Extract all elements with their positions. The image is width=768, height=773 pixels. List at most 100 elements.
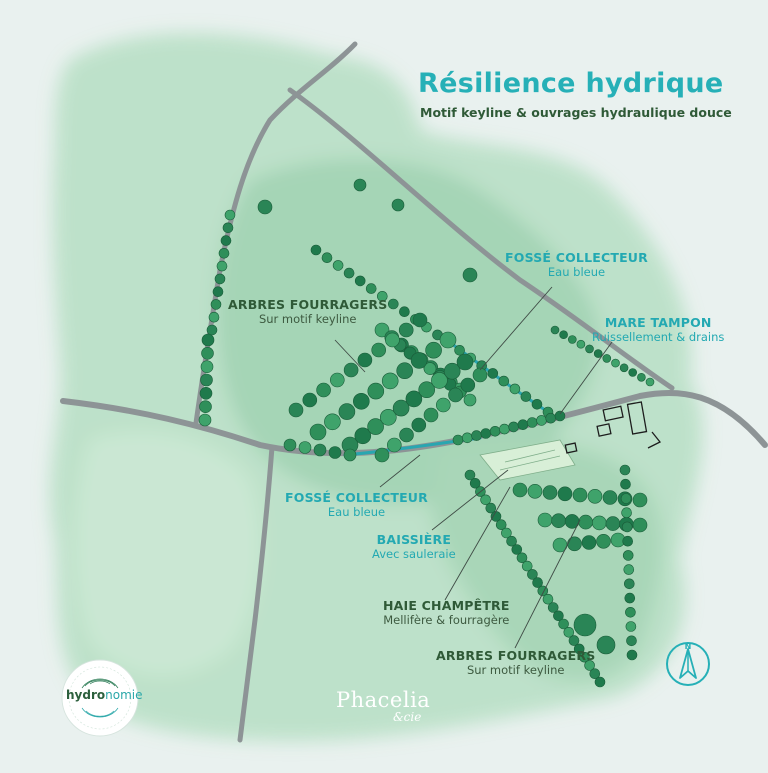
tree (410, 352, 428, 369)
label-arbres-fourragers-north: ARBRES FOURRAGERS Sur motif keyline (228, 297, 388, 326)
tree (381, 372, 399, 390)
tree (526, 417, 538, 428)
hydronomie-wordmark: hydronomie (66, 688, 143, 702)
tree (558, 618, 569, 630)
tree (499, 423, 510, 435)
tree-rows (198, 178, 655, 688)
tree (625, 606, 636, 618)
tree (316, 382, 331, 398)
label-mare-tampon: MARE TAMPON Ruissellement & drains (592, 315, 725, 344)
tree (587, 488, 603, 504)
tree (329, 372, 345, 388)
tree (645, 377, 655, 387)
tree (198, 413, 212, 427)
tree (472, 367, 488, 383)
tree (365, 283, 377, 294)
tree (593, 349, 603, 358)
phacelia-suffix: &cie (393, 710, 422, 724)
label-fosse-collecteur-south: FOSSÉ COLLECTEUR Eau bleue (285, 490, 428, 519)
tree (298, 441, 312, 454)
tree (527, 569, 538, 580)
label-haie-champetre: HAIE CHAMPÊTRE Mellifère & fourragère (383, 598, 510, 627)
tree (568, 635, 580, 646)
label-fosse-collecteur-north: FOSSÉ COLLECTEUR Eau bleue (505, 250, 648, 279)
tree (283, 438, 297, 452)
tree (579, 651, 590, 663)
tree (626, 635, 637, 647)
tree (517, 419, 529, 431)
tree (423, 407, 439, 423)
tree (208, 311, 220, 323)
tree (545, 412, 557, 424)
tree (625, 621, 637, 632)
tree (527, 483, 543, 499)
tree (480, 494, 491, 506)
tree (584, 660, 595, 671)
label-arbres-fourragers-south: ARBRES FOURRAGERS Sur motif keyline (436, 648, 596, 677)
tree (520, 391, 532, 402)
tree (576, 339, 586, 349)
tree (573, 643, 585, 655)
tree (553, 610, 564, 622)
tree (443, 362, 461, 380)
phacelia-wordmark: Phacelia (336, 688, 431, 712)
tree (288, 402, 304, 418)
tree (218, 248, 230, 259)
tree (374, 322, 390, 338)
tree (471, 430, 482, 441)
tree (431, 372, 448, 389)
tree (321, 252, 333, 264)
tree (199, 400, 212, 414)
tree (206, 324, 218, 336)
tree (626, 649, 638, 661)
tree (461, 432, 473, 444)
tree (572, 487, 588, 503)
hydronomie-logo (61, 659, 139, 737)
tree (622, 535, 634, 547)
tree (581, 535, 597, 550)
tree (487, 368, 499, 379)
tree (212, 286, 224, 298)
tree (302, 392, 318, 408)
tree (214, 273, 226, 285)
tree (620, 493, 632, 504)
tree (508, 421, 519, 433)
tree (396, 362, 414, 380)
tree (200, 373, 213, 387)
tree (405, 390, 423, 408)
tree (418, 381, 436, 399)
tree (621, 507, 632, 519)
tree (257, 199, 273, 215)
tree (324, 413, 341, 431)
tree (554, 410, 566, 422)
tree (480, 428, 492, 439)
tree (557, 486, 573, 502)
tree (354, 275, 366, 287)
tree (501, 527, 512, 539)
tree (619, 363, 629, 373)
tree (509, 383, 521, 395)
tree (435, 397, 451, 413)
tree (387, 298, 399, 310)
tree (220, 235, 232, 246)
tree (399, 427, 414, 443)
tree (462, 267, 478, 283)
tree (511, 544, 523, 555)
tree (353, 178, 367, 192)
tree (537, 512, 553, 528)
tree (222, 222, 234, 234)
tree (412, 312, 428, 328)
tree (411, 417, 427, 433)
tree (619, 464, 631, 476)
tree (605, 516, 621, 531)
tree (463, 393, 477, 407)
tree (371, 342, 387, 358)
tree (632, 492, 648, 508)
tree (573, 613, 597, 637)
tree (343, 267, 355, 279)
tree (201, 346, 214, 360)
tree (536, 415, 547, 426)
tree (379, 408, 397, 426)
svg-text:N: N (685, 642, 692, 651)
